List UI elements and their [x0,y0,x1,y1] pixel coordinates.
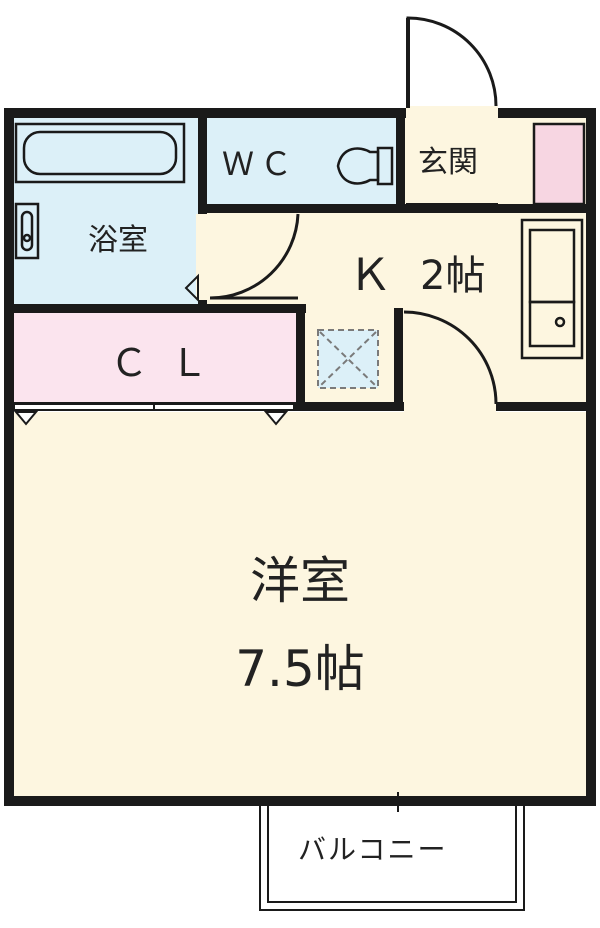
room-door-swing [403,310,498,405]
bathroom-area [10,118,200,306]
kitchen-label: Ｋ [348,250,392,301]
closet-sliding-doors [13,403,295,426]
toilet-area [206,118,400,206]
balcony-label: バルコニー [298,833,448,866]
wash-basin [14,202,40,260]
room-door-gap [404,400,496,414]
entrance-door-gap [406,106,498,120]
bathtub [14,122,186,184]
toilet [336,146,394,186]
balcony-railing [259,792,525,911]
entrance-label: 玄関 [418,145,478,180]
bath-door-gap [196,214,210,300]
kitchen-size-label: 2帖 [420,253,486,299]
toilet-label: ＷＣ [222,145,299,183]
closet-label: ＣＬ [110,341,231,385]
shoe-box [532,122,586,206]
bath-door-swing [209,213,300,300]
western-room-size-label: 7.5帖 [235,640,365,698]
western-room-label: 洋室 [250,552,350,610]
western-room-area [10,412,590,800]
closet-area [10,312,300,408]
bathroom-label: 浴室 [88,223,148,258]
kitchen-counter [520,218,584,360]
ventilation-fan [317,329,379,389]
interior-walls [10,118,590,411]
outer-walls [4,108,596,806]
entrance-door-swing [406,16,498,108]
